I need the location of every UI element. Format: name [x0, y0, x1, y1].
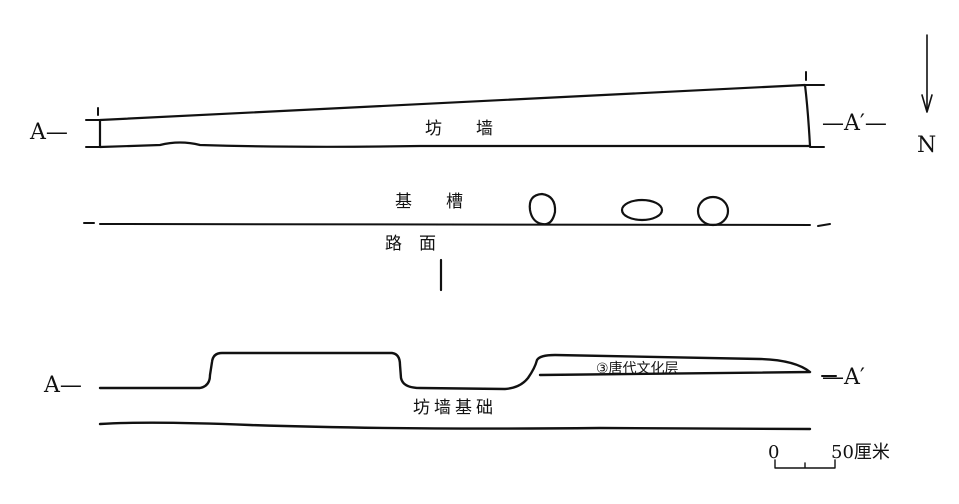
dash: [817, 223, 831, 227]
section-a-prime-label: —A′: [822, 365, 865, 390]
scale-zero: 0: [768, 442, 779, 463]
road-label: 路 面: [385, 234, 436, 254]
tang-layer-label: ③唐代文化层: [596, 360, 679, 377]
posthole-1: [528, 192, 557, 226]
wall-label: 坊 墙: [425, 119, 493, 139]
section-a-label: A—: [43, 373, 82, 398]
section-view: A— —A′ ③唐代文化层 坊墙基础: [43, 351, 865, 431]
foundation-top-outline: [98, 351, 812, 391]
wall-outline: [98, 83, 812, 149]
scale-max: 50厘米: [831, 442, 890, 463]
scale-bar: 0 50厘米: [768, 442, 890, 469]
north-arrow-icon: [921, 34, 933, 113]
plan-view: A— —A′— N 坊 墙 基 槽 路 面: [29, 34, 936, 292]
foundation-bottom-line: [98, 421, 812, 431]
trench-label: 基 槽: [395, 192, 463, 212]
posthole-3: [696, 195, 730, 227]
foundation-label: 坊墙基础: [413, 398, 497, 418]
plan-a-label: A—: [29, 120, 68, 145]
plan-a-prime-label: —A′—: [822, 111, 887, 136]
north-label: N: [917, 133, 936, 158]
posthole-2: [620, 198, 664, 222]
trench-road-line: [99, 223, 811, 226]
